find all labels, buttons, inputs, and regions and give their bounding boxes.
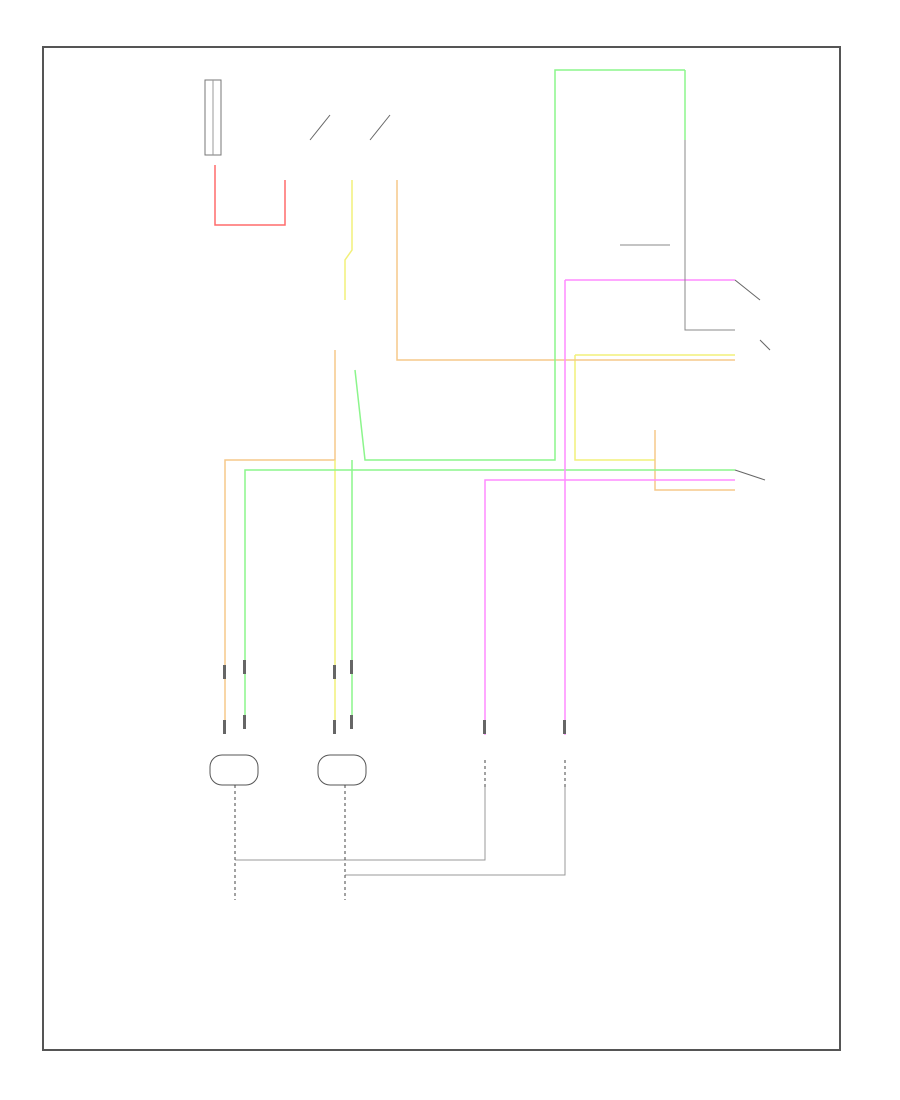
wire-yellow-right <box>574 355 655 461</box>
wire-yellow <box>344 180 353 300</box>
lamp-assembly-right <box>317 754 367 900</box>
wire-ground-2 <box>345 785 566 876</box>
fuse-block-b <box>309 114 391 141</box>
wire-red <box>214 165 286 226</box>
connector-pins <box>223 660 566 734</box>
wire-gray-relay <box>684 140 735 331</box>
wire-yellow-lower <box>224 350 336 720</box>
wire-green <box>354 69 685 461</box>
wire-orange-c <box>654 430 735 491</box>
fuse-block-a <box>204 79 222 156</box>
lamp-assembly-left <box>209 754 259 900</box>
wire-orange <box>396 180 735 361</box>
diagram-frame <box>42 46 841 1051</box>
relay-bottom <box>734 469 766 481</box>
wire-green-branch <box>244 469 345 720</box>
wire-ground-1 <box>235 785 486 861</box>
wire-pink-l <box>484 479 735 735</box>
relay-top <box>734 279 771 351</box>
